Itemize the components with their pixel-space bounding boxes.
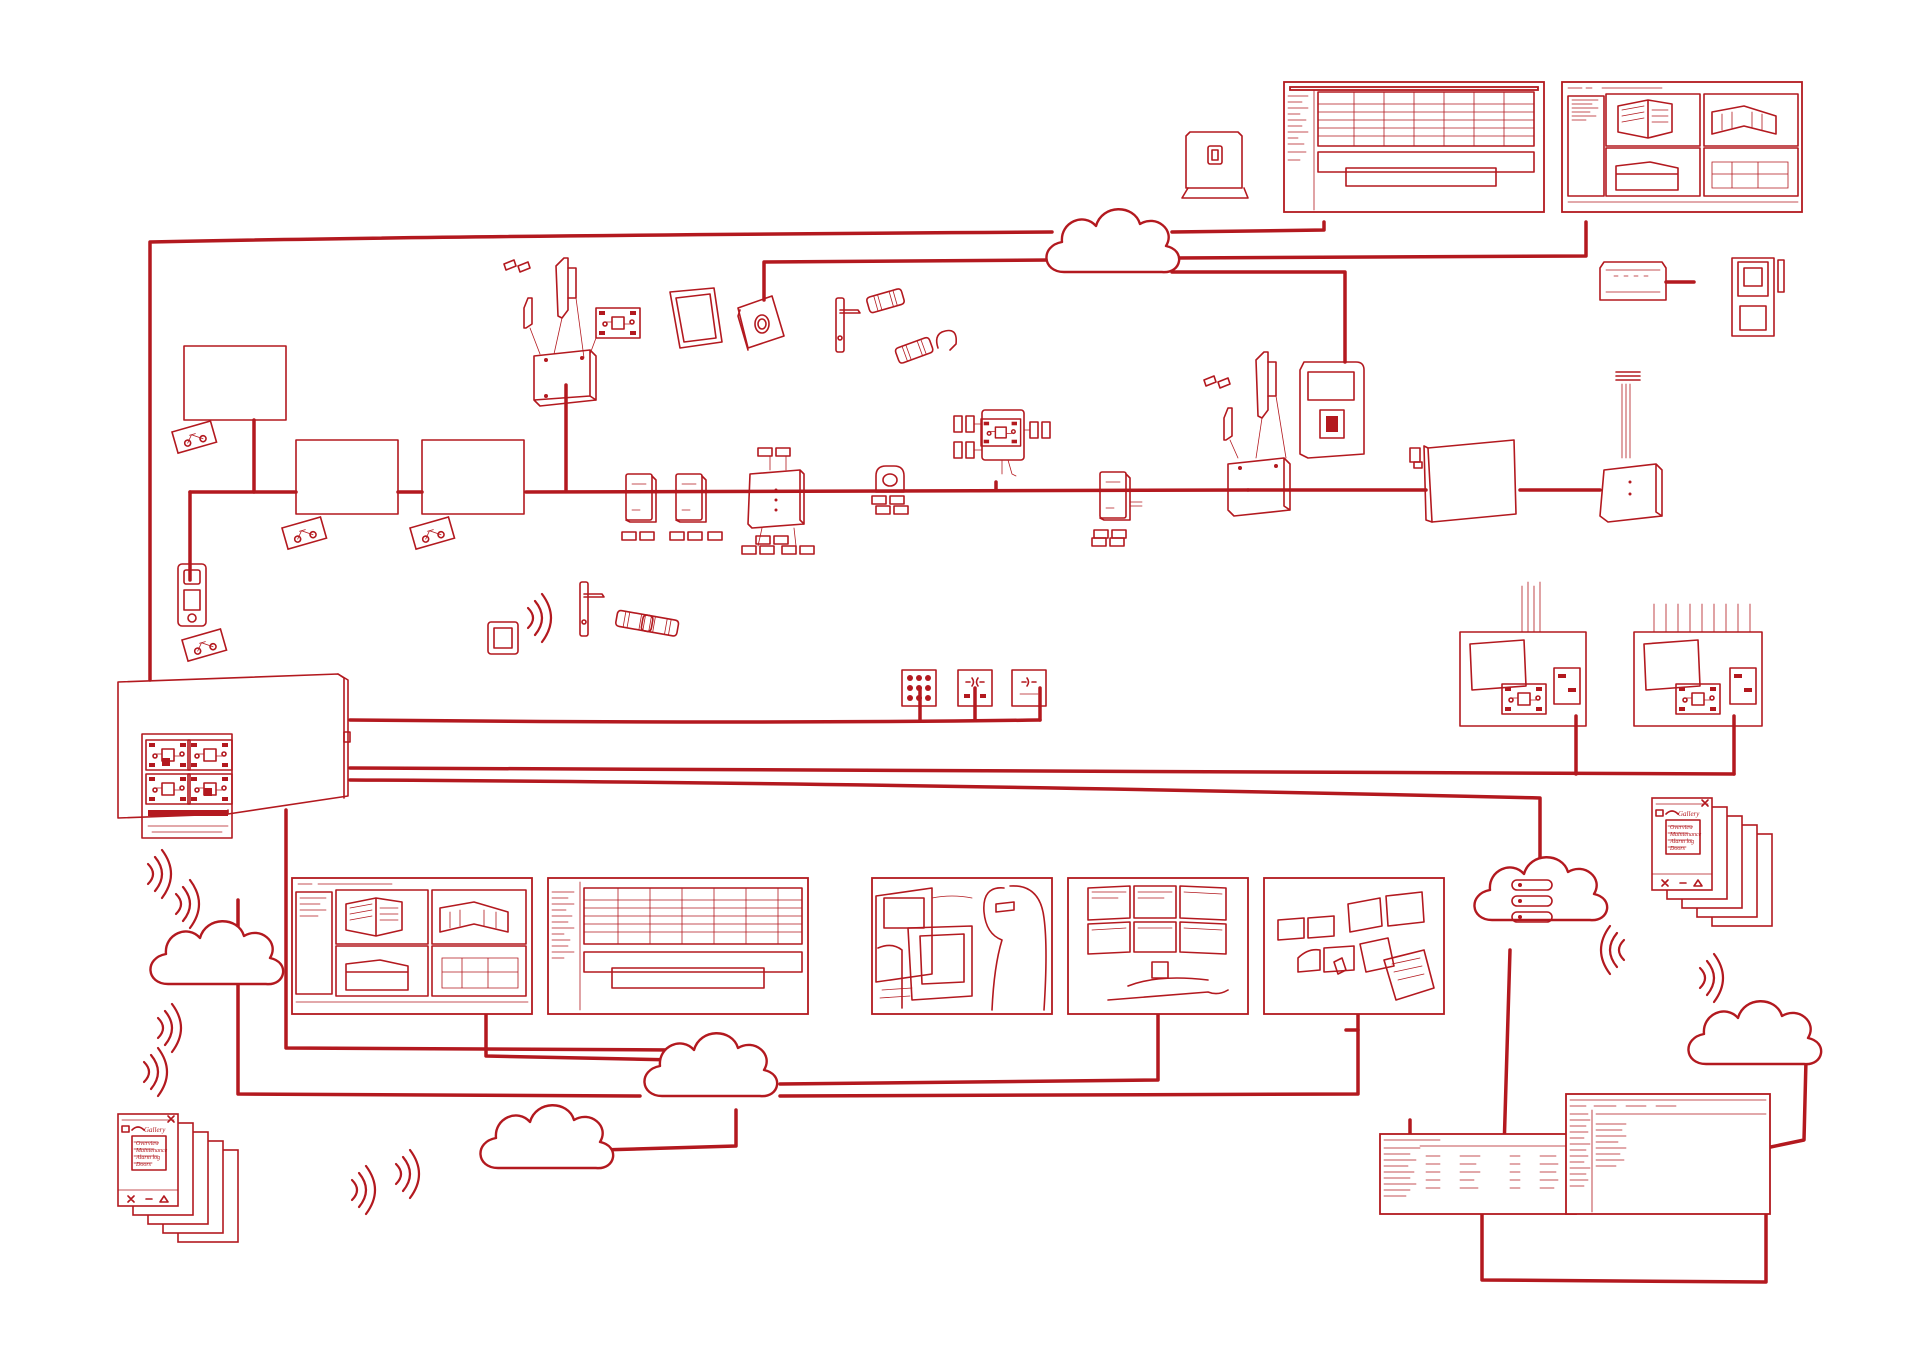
cloud-mobile-left [149,920,285,986]
door-controller-box-b [1227,457,1291,517]
cloud-remote-right [1687,1000,1823,1066]
cloud-small-bottom [479,1104,615,1170]
motor-lock-unit [871,465,909,515]
app-header-right: Gallery [1678,810,1700,818]
photo-operator-at-workstation [871,877,1053,1015]
bus-module-1 [621,473,657,541]
software-window-b [1565,1093,1771,1215]
app-header-left: Gallery [144,1126,166,1134]
wireless-signal-3 [156,1002,183,1054]
photo-multi-screen-view [1263,877,1445,1015]
wall-terminal-reader [1731,257,1785,337]
access-zone-box-1 [171,345,287,454]
screen-floorplan-overview [291,877,533,1015]
wireless-signal-5 [350,1164,377,1216]
wall-pin-reader [737,295,785,351]
photo-control-room-wall [1067,877,1249,1015]
locking-cylinder-a [865,287,906,315]
keypad-reader [901,669,937,707]
wall-terminal-large [1299,361,1365,459]
tablet-reader [669,287,723,349]
monitor-floorplan-overview [1561,81,1803,213]
mobile-app-stack-left: Gallery Overview Maintenance Alarm log D… [117,1113,239,1243]
subcontroller-cabinet-b [1633,603,1763,727]
power-supply-unit [1409,439,1517,523]
app-menu-item: Overview [136,1141,159,1147]
app-menu-item: Maintenance [1669,832,1702,838]
rfid-desktop-reader [1181,131,1249,199]
access-zone-box-2 [281,439,399,550]
mobile-app-stack-right: Gallery Overview Maintenance Alarm log D… [1651,797,1773,927]
proximity-reader-2 [1011,669,1047,707]
main-access-controller-cabinet [117,673,351,839]
io-module-with-sensors [953,409,1051,477]
wireless-signal-2 [174,878,201,930]
wireless-signal-1 [146,848,173,900]
subcontroller-cabinet-a [1459,581,1587,727]
locking-cylinder-b [614,609,680,638]
electronic-door-handle-b [579,581,605,637]
app-menu-item: Maintenance [135,1148,168,1154]
door-sensors-cluster-b [1203,351,1287,459]
central-distribution-box [741,447,815,555]
din-rail-controller [1599,261,1696,301]
wireless-signal-6 [394,1148,421,1200]
cloud-wan-center [643,1032,779,1098]
door-controller-box-a [533,349,597,407]
app-menu-item: Overview [1670,825,1693,831]
proximity-reader-1 [957,669,993,707]
wireless-signal-7 [1599,924,1626,976]
app-menu-item: Alarm log [135,1155,160,1161]
padlock-cylinder [893,329,958,365]
app-menu-item: Alarm log [1669,839,1694,845]
monitor-workstation-list [1283,81,1545,213]
app-menu-item: Doors [135,1162,152,1168]
cloud-server-stack [1473,856,1609,923]
bus-module-3 [1091,471,1143,547]
wall-reader-with-card [177,563,228,662]
remote-io-controller [1599,371,1663,523]
bus-module-2 [669,473,723,541]
wireless-signal-4 [142,1046,169,1098]
wireless-signal-8 [1698,952,1725,1004]
network-wiring [148,220,1808,1284]
app-menu-item: Doors [1669,846,1686,852]
electronic-door-handle-a [835,297,861,353]
software-window-a [1379,1133,1577,1215]
screen-event-log [547,877,809,1015]
door-sensors-cluster-a [503,257,641,359]
wireless-access-reader [487,592,553,655]
access-zone-box-3 [409,439,525,550]
cloud-wan-top [1045,208,1181,274]
